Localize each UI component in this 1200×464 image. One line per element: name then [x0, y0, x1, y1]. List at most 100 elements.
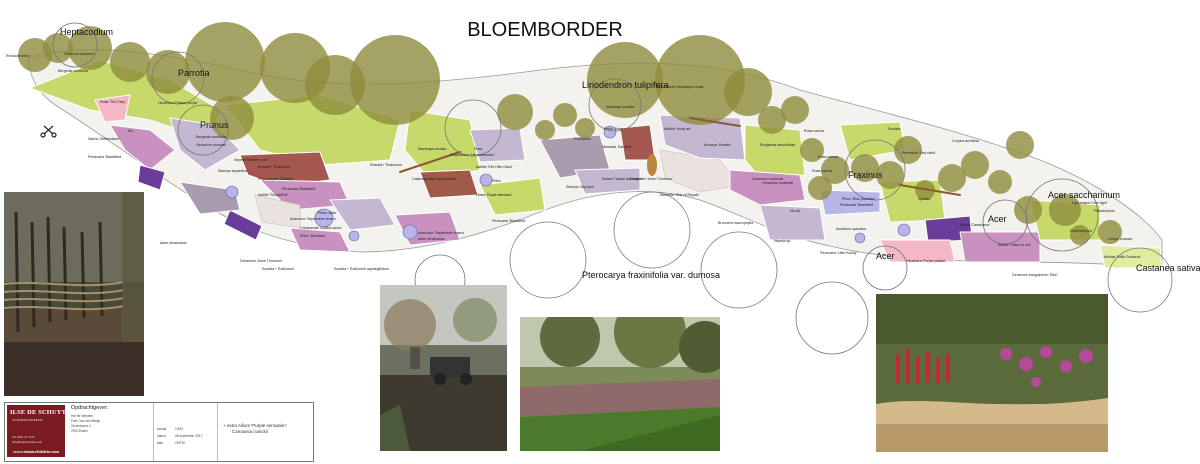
tree-label: Acer: [988, 214, 1007, 224]
title-block: ILSE DE SCHUYTER TUINONTWERPEN Tel. 0485…: [4, 402, 314, 462]
bed-lime-4: [479, 177, 546, 216]
meta-value: 28 september 2017: [175, 434, 203, 438]
plant-label: Phlox 'Duchess': [300, 234, 326, 238]
tree-outline: [700, 231, 778, 309]
tree-outline: [509, 221, 587, 299]
plant-label: Deutzia: [888, 127, 900, 131]
plant-label: Rodgersia aesculifolia: [760, 143, 795, 147]
tree-canopy: [758, 106, 786, 134]
plant-label: Anemone 'September charm': [290, 217, 337, 221]
tree-canopy: [575, 118, 595, 138]
plant-label: Spiraea: [918, 197, 930, 201]
bed-lilac-3: [469, 127, 526, 163]
tree-label: Pterocarya fraxinifolia var. dumosa: [582, 270, 720, 280]
bed-slate-2: [329, 197, 396, 231]
plant-label: Knautia+ Thalictrum: [258, 165, 290, 169]
plant-label: Rosa: [474, 147, 482, 151]
tree-outline: [1107, 247, 1173, 313]
plant-label: Persicaria 'Blackfield': [282, 187, 316, 191]
plant-label: Brunnera macrophylla: [718, 221, 753, 225]
plant-label: Geranium endressii: [762, 181, 793, 185]
tree-canopy: [800, 138, 824, 162]
plant-label: Macleaya cordata: [606, 105, 634, 109]
plant-label: Knautia+ Thalictrum aquilegifolium: [334, 267, 389, 271]
company-logo: ILSE DE SCHUYTER TUINONTWERPEN Tel. 0485…: [7, 405, 75, 457]
tree-canopy: [305, 55, 365, 115]
bed-rust-2: [419, 169, 479, 199]
plant-label: Liriope muscari: [1108, 237, 1133, 241]
planting-beds: [28, 59, 1163, 269]
plant-label: Hosta 'Royal standard': [476, 193, 512, 197]
tree-outline: [1025, 178, 1099, 252]
tree-canopy: [535, 120, 555, 140]
plant-label: Stachys byzantina: [218, 169, 247, 173]
plant-label: Acanthus spinosus: [836, 227, 866, 231]
bed-mauve-4: [729, 169, 806, 206]
plant-label: Astilbe 'Vision in red': [998, 243, 1031, 247]
plant-label: Euonymus: [574, 137, 591, 141]
tree-canopy: [68, 26, 112, 70]
plant-label: Rosa 'Paul's Himalayan musk': [656, 85, 704, 89]
tree-canopy: [497, 94, 533, 130]
plant-label: Nepeta sp.: [774, 239, 791, 243]
tree-label: Liriodendron tulipifera: [582, 80, 669, 90]
tree-canopy: [988, 170, 1012, 194]
phlox-dot: [603, 125, 617, 139]
tree-canopy: [894, 136, 922, 164]
tree-canopy: [185, 22, 265, 102]
plant-label: Philadelphus: [1094, 209, 1115, 213]
plant-label: Physocarpus 'Diabolo': [258, 177, 294, 181]
tree-canopy: [821, 156, 849, 184]
client-heading: Opdrachtgever:: [71, 405, 109, 411]
plant-label: Iris sib: [790, 209, 800, 213]
plant-label: Phlox: [492, 179, 501, 183]
lawn-border-photo: [520, 317, 720, 451]
meta-value: 1/100: [175, 427, 183, 431]
tree-canopy: [961, 151, 989, 179]
tree-canopy: [938, 164, 966, 192]
meta-key: schaal: [157, 427, 167, 431]
plant-label: Macleaya cordata: [418, 147, 446, 151]
tree-canopy: [210, 96, 254, 140]
plant-label: Persicaria 'Blackfield': [88, 155, 122, 159]
bed-brown-1: [619, 124, 656, 161]
tree-canopy: [851, 154, 879, 182]
plant-label: Geranium rozanne: [196, 143, 226, 147]
bed-purple-2: [137, 164, 166, 191]
plant-label: Campanula 'Loddon Anna': [300, 226, 342, 230]
plant-label: Astilbe 'Hoop art': [664, 127, 691, 131]
tree-label: Acer: [876, 251, 895, 261]
plant-label: Aruncus 'Horatio': [704, 143, 731, 147]
astrantia-dot: [647, 154, 657, 176]
title-block-divider: [217, 403, 218, 461]
tree-label: Fraxinus: [848, 170, 883, 180]
meta-key: fase: [157, 441, 164, 445]
plant-label: Phlox 'Blue paradise': [842, 197, 876, 201]
tree-canopy: [781, 96, 809, 124]
plant-label: Hydrangea 'Lime light': [1072, 201, 1108, 205]
plant-label: Astilbe 'Elis Hills Giant': [476, 165, 513, 169]
tree-label: Castanea sativa: [1136, 263, 1200, 273]
plant-label: Viburnum plicatum: [64, 52, 94, 56]
page-title: BLOEMBORDER: [467, 19, 623, 41]
plant-label: Persicaria 'Little Bunny': [820, 251, 857, 255]
tree-canopies: [18, 22, 1122, 245]
tree-label: Parrotia: [178, 68, 210, 78]
plant-label: Persicaria 'Blackfield': [840, 203, 874, 207]
tree-canopy: [724, 68, 772, 116]
tree-canopy: [1014, 196, 1042, 224]
tree-outline: [52, 22, 98, 68]
plant-label: Nepeta 'Walker's low': [234, 158, 268, 162]
bed-slate-1: [179, 181, 241, 215]
phlox-dot: [854, 232, 866, 244]
plant-label: Rosa canina: [818, 155, 838, 159]
client-line: Hof ter Weyden: [71, 414, 94, 418]
tree-canopy: [146, 50, 190, 94]
bed-lilac-6: [759, 204, 826, 241]
plant-label: Polystichum 'Herrenhausen': [450, 153, 495, 157]
tree-outline: [444, 99, 502, 157]
plant-label: Phlox 'Alba': [604, 127, 623, 131]
plant-label: Bergenia cordifolia: [58, 69, 88, 73]
